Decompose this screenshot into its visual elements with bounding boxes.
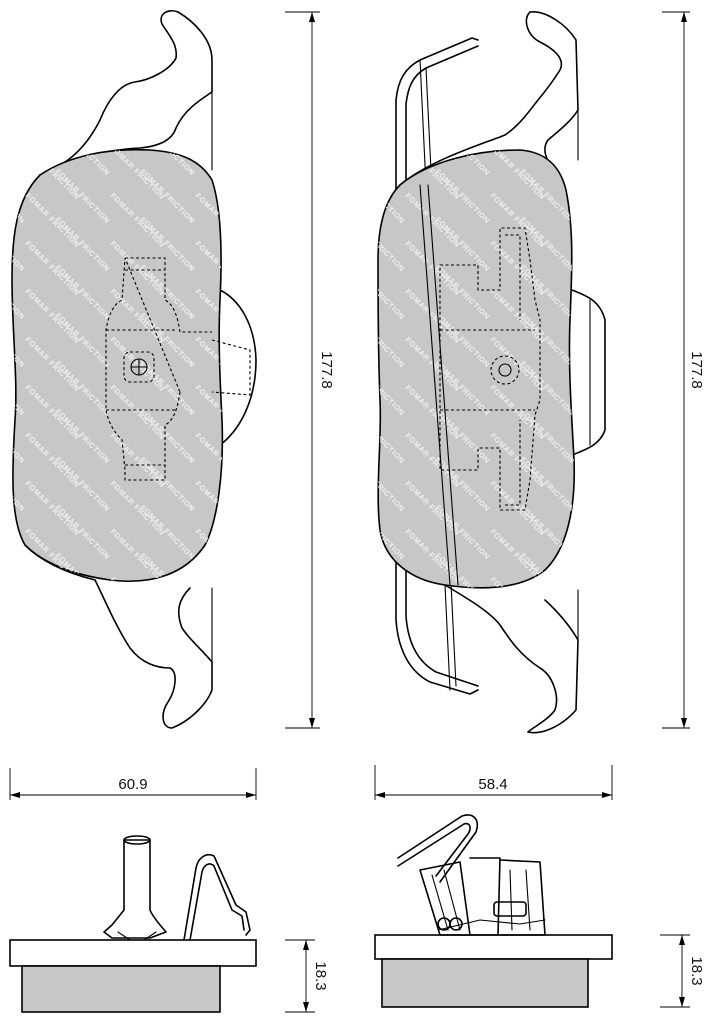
right-watermark-text: FOMAR FRICTION <box>319 287 377 345</box>
right-watermark-text: FOMAR FRICTION <box>319 575 377 633</box>
right-watermark-text: FOMAR FRICTION <box>574 479 632 537</box>
right-watermark-text: FOMAR FRICTION <box>574 335 632 393</box>
right-backing-plate-upper <box>399 11 579 186</box>
left-watermark-text: FOMAR FRICTION <box>224 311 282 369</box>
right-watermark-text: FOMAR FRICTION <box>349 599 407 657</box>
left-side-backing-plate <box>9 939 257 967</box>
right-watermark-text: FOMAR FRICTION <box>319 191 377 249</box>
left-width-dimension: 60.9 <box>9 768 257 800</box>
right-watermark-text: FOMAR FRICTION <box>574 95 632 153</box>
left-width-label: 60.9 <box>118 776 147 793</box>
left-watermark-text: FOMAR FRICTION <box>194 95 252 153</box>
left-side-friction-block <box>21 965 221 1013</box>
right-side-backing-plate <box>374 934 613 960</box>
left-watermark-text: FOMAR FRICTION <box>139 599 197 657</box>
right-watermark-text: FOMAR FRICTION <box>319 527 377 585</box>
left-watermark-text: FOMAR FRICTION <box>0 167 27 225</box>
left-watermark-text: FOMAR FRICTION <box>224 119 282 177</box>
right-backing-plate-lower <box>444 584 579 734</box>
right-watermark-text: FOMAR FRICTION <box>434 599 492 657</box>
right-side-sensor-wire <box>397 814 478 883</box>
right-watermark-text: FOMAR FRICTION <box>519 599 577 657</box>
left-watermark-text: FOMAR FRICTION <box>0 551 27 609</box>
left-watermark-text: FOMAR FRICTION <box>224 263 282 321</box>
left-side-pin <box>103 839 167 939</box>
left-clip-outline-dashed <box>105 257 251 481</box>
right-watermark-text: FOMAR FRICTION <box>319 143 377 201</box>
left-watermark-text: FOMAR FRICTION <box>224 503 282 561</box>
right-watermark-text: FOMAR FRICTION <box>574 191 632 249</box>
left-watermark-text: FOMAR FRICTION <box>224 167 282 225</box>
left-watermark-text: FOMAR FRICTION <box>0 599 27 657</box>
right-center-rivet <box>498 363 512 377</box>
left-watermark-text: FOMAR FRICTION <box>224 599 282 657</box>
left-watermark-text: FOMAR FRICTION <box>224 455 282 513</box>
right-side-tab <box>493 901 527 917</box>
right-watermark-text: FOMAR FRICTION <box>574 383 632 441</box>
left-thickness-label: 18.3 <box>312 961 329 990</box>
right-side-view <box>374 814 613 1008</box>
left-watermark-text: FOMAR FRICTION <box>24 95 82 153</box>
right-side-friction-block <box>381 958 589 1008</box>
left-height-label: 177.8 <box>318 351 335 389</box>
left-friction-pad <box>11 148 224 583</box>
left-backing-plate-outline <box>39 9 213 176</box>
right-thickness-label: 18.3 <box>688 956 705 985</box>
right-watermark-text: FOMAR FRICTION <box>574 143 632 201</box>
right-watermark-text: FOMAR FRICTION <box>319 95 377 153</box>
right-watermark-text: FOMAR FRICTION <box>574 527 632 585</box>
left-watermark-text: FOMAR FRICTION <box>24 575 82 633</box>
right-watermark-text: FOMAR FRICTION <box>404 95 462 153</box>
right-height-dimension: 177.8 <box>662 11 705 729</box>
left-watermark-text: FOMAR FRICTION <box>194 575 252 633</box>
right-watermark-text: FOMAR FRICTION <box>574 239 632 297</box>
right-clip-outline-dashed <box>439 227 541 511</box>
right-watermark-text: FOMAR FRICTION <box>574 287 632 345</box>
right-center-circle <box>490 355 520 385</box>
right-width-label: 58.4 <box>478 776 507 793</box>
left-height-dimension: 177.8 <box>285 11 335 729</box>
left-watermark-text: FOMAR FRICTION <box>194 527 252 585</box>
right-watermark-text: FOMAR FRICTION <box>319 479 377 537</box>
left-side-spring-clip <box>183 853 251 941</box>
right-thickness-dimension: 18.3 <box>660 934 705 1008</box>
right-watermark-text: FOMAR FRICTION <box>319 431 377 489</box>
right-width-dimension: 58.4 <box>374 765 613 800</box>
right-side-hump <box>571 289 606 456</box>
left-watermark-text: FOMAR FRICTION <box>224 551 282 609</box>
left-side-view <box>9 835 257 1013</box>
right-friction-pad <box>377 149 576 589</box>
right-watermark-text: FOMAR FRICTION <box>574 575 632 633</box>
left-watermark-text: FOMAR FRICTION <box>54 599 112 657</box>
left-watermark-text: FOMAR FRICTION <box>224 215 282 273</box>
right-watermark-text: FOMAR FRICTION <box>574 431 632 489</box>
left-watermark-text: FOMAR FRICTION <box>224 407 282 465</box>
left-center-square <box>123 351 155 383</box>
left-side-hump <box>219 289 257 446</box>
left-thickness-dimension: 18.3 <box>285 939 329 1013</box>
right-wear-sensor-wire <box>395 37 479 695</box>
left-backing-plate-lower <box>24 544 213 729</box>
left-watermark-text: FOMAR FRICTION <box>0 119 27 177</box>
right-height-label: 177.8 <box>688 351 705 389</box>
right-watermark-text: FOMAR FRICTION <box>319 383 377 441</box>
right-watermark-text: FOMAR FRICTION <box>349 119 407 177</box>
right-watermark-text: FOMAR FRICTION <box>319 239 377 297</box>
